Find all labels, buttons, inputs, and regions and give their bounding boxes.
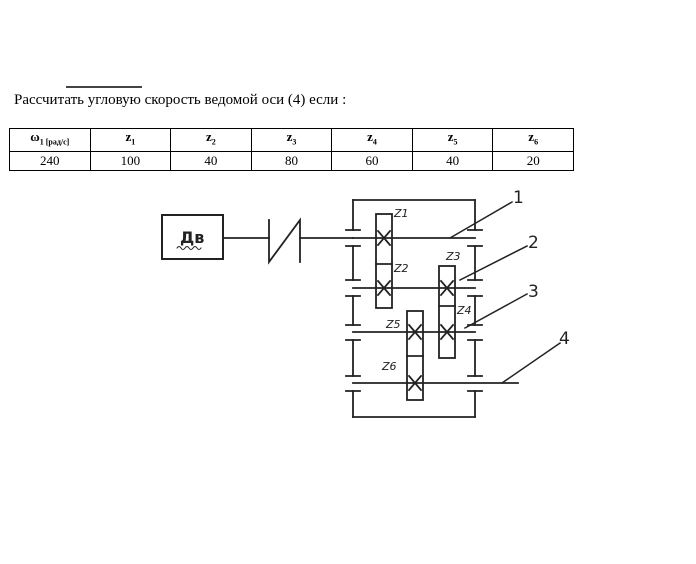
task-text: Рассчитать угловую скорость ведомой оси … [14, 92, 347, 108]
header-z5: z5 [411, 128, 494, 152]
label-z6: Z6 [381, 360, 397, 373]
value-z3: 80 [250, 150, 333, 171]
label-z3: Z3 [445, 250, 461, 263]
value-z2: 40 [170, 150, 252, 171]
label-z5: Z5 [385, 318, 401, 331]
motor-label-wave [176, 246, 202, 250]
header-z1: z1 [89, 128, 172, 152]
gear-block-z5-z6 [406, 310, 424, 401]
label-z2: Z2 [393, 262, 409, 275]
value-z1: 100 [89, 150, 172, 171]
shaft-leader-lines [448, 200, 562, 385]
label-z1: Z1 [393, 207, 409, 220]
value-z6: 20 [492, 150, 574, 171]
value-z5: 40 [411, 150, 494, 171]
shaft-number-2: 2 [528, 233, 539, 253]
header-z6: z6 [492, 128, 574, 152]
gearbox-diagram-svg: Дв [161, 188, 570, 418]
header-z4: z4 [331, 128, 413, 152]
table-header-row: ω1 [рад/с] z1 z2 z3 z4 z5 z6 [9, 128, 574, 152]
coupling-symbol [268, 217, 301, 265]
motor-box [161, 214, 224, 260]
value-z4: 60 [331, 150, 413, 171]
header-z2: z2 [170, 128, 252, 152]
header-z3: z3 [250, 128, 333, 152]
bearings-left [345, 229, 361, 392]
cropped-heading-line [66, 86, 142, 88]
gearbox-kinematic-scheme: Дв [150, 180, 590, 435]
gear-block-z1-z2 [375, 213, 393, 309]
label-z4: Z4 [456, 304, 472, 317]
motor-label: Дв [180, 228, 204, 247]
header-omega1: ω1 [рад/с] [9, 128, 91, 152]
table-values-row: 240 100 40 80 60 40 20 [9, 150, 574, 171]
value-omega1: 240 [9, 150, 91, 171]
parameters-table: ω1 [рад/с] z1 z2 z3 z4 z5 z6 240 100 40 … [9, 128, 574, 171]
shaft-number-4: 4 [559, 329, 570, 349]
shaft-number-3: 3 [528, 282, 539, 302]
gear-block-z3-z4 [438, 265, 456, 359]
shaft-number-1: 1 [513, 188, 524, 208]
